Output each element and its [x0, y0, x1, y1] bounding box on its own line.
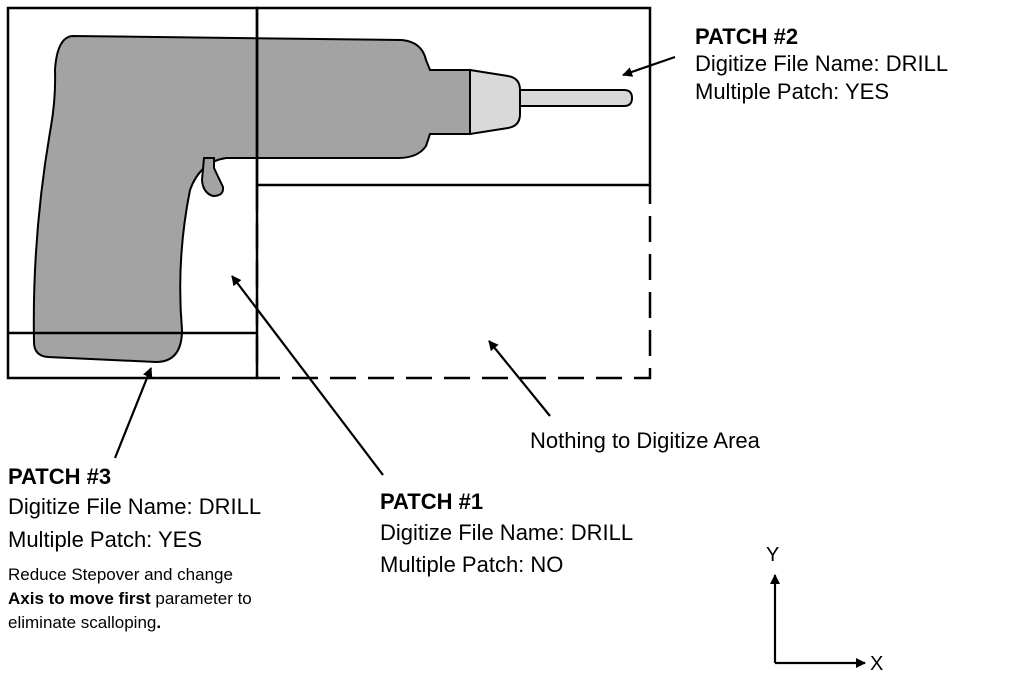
patch-2-file-name: Digitize File Name: DRILL	[695, 51, 949, 76]
patch-1-multiple-patch: Multiple Patch: NO	[380, 552, 564, 577]
patch-1-title: PATCH #1	[380, 489, 484, 514]
xy-axes-icon	[770, 574, 866, 668]
patch-3-title: PATCH #3	[8, 464, 112, 489]
patch-3-note-period: .	[156, 613, 162, 632]
patch-3-arrow	[113, 367, 153, 459]
leader-arrows	[113, 55, 676, 476]
patch-1-arrow	[231, 275, 384, 476]
drill-silhouette-icon	[32, 34, 634, 364]
patch-2-title: PATCH #2	[695, 24, 799, 49]
nothing-area-arrow	[488, 340, 551, 417]
y-axis-label: Y	[766, 544, 780, 566]
patch-2-arrow	[622, 55, 676, 77]
patch-2-boundary	[255, 6, 652, 187]
patch-3-note-line-3-text: eliminate scalloping	[8, 613, 157, 632]
patch-2-multiple-patch: Multiple Patch: YES	[695, 79, 890, 104]
patch-1-file-name: Digitize File Name: DRILL	[380, 520, 634, 545]
patch-3-note-line-1: Reduce Stepover and change	[8, 565, 233, 584]
patch-3-note-line-2: Axis to move first parameter to	[8, 590, 252, 607]
nothing-to-digitize-label: Nothing to Digitize Area	[530, 428, 760, 453]
x-axis-label: X	[870, 653, 884, 675]
patch-3-file-name: Digitize File Name: DRILL	[8, 494, 262, 519]
patch-3-note-emphasis: Axis to move first	[8, 589, 151, 608]
nothing-to-digitize-boundary	[255, 185, 652, 380]
patch-3-note-line-3: eliminate scalloping.	[8, 614, 161, 631]
patch-boundaries	[6, 6, 652, 380]
patch-3-multiple-patch: Multiple Patch: YES	[8, 527, 203, 552]
patch-3-note-line-2-rest: parameter to	[150, 589, 252, 608]
